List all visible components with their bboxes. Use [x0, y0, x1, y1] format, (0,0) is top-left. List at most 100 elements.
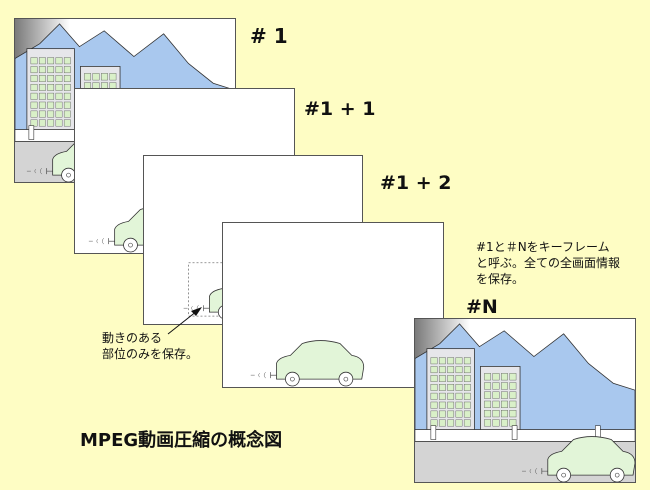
- building-window: [455, 419, 463, 427]
- building-window: [501, 391, 508, 399]
- building-window: [455, 401, 463, 409]
- building-window: [47, 84, 55, 91]
- building-window: [47, 57, 55, 65]
- building-window: [509, 391, 517, 399]
- building-window: [438, 357, 446, 365]
- building-window: [447, 419, 455, 427]
- building-window: [463, 375, 471, 382]
- building-window: [430, 410, 438, 418]
- building-window: [38, 57, 46, 65]
- building-window: [455, 357, 463, 365]
- building-window: [492, 391, 500, 399]
- building-window: [38, 75, 46, 82]
- building-window: [438, 410, 446, 418]
- building-window: [484, 419, 492, 427]
- building-window: [47, 110, 55, 118]
- frame-n: [414, 318, 636, 483]
- building-window: [47, 92, 55, 100]
- building-window: [430, 419, 438, 427]
- building-window: [30, 110, 38, 118]
- building-window: [463, 401, 471, 409]
- frame-1-plus-2-label: #1 + 2: [380, 172, 452, 194]
- building-window: [101, 73, 108, 81]
- exhaust-pipe: [541, 468, 548, 475]
- building-window: [30, 119, 38, 127]
- building-window: [55, 66, 63, 74]
- exhaust-puff: [522, 467, 538, 475]
- building-window: [38, 101, 46, 109]
- building-window: [438, 375, 446, 382]
- building-window: [430, 392, 438, 400]
- frame-n-label: #N: [466, 296, 498, 318]
- building-window: [438, 384, 446, 391]
- building-window: [492, 419, 500, 427]
- building-window: [63, 101, 71, 109]
- building-window: [55, 101, 63, 109]
- frame-intermediate-scene: [250, 340, 365, 387]
- building-window: [47, 75, 55, 82]
- building-window: [501, 400, 508, 408]
- building-window: [63, 57, 71, 65]
- building-window: [447, 384, 455, 391]
- building-window: [509, 419, 517, 427]
- car-body: [276, 340, 365, 380]
- building-window: [55, 110, 63, 118]
- building-window: [63, 92, 71, 100]
- exhaust-puff: [88, 238, 104, 245]
- building-window: [430, 366, 438, 374]
- building-window: [501, 410, 508, 418]
- frame-n-scene: [415, 319, 635, 482]
- building-window: [30, 101, 38, 109]
- building-window: [30, 57, 38, 65]
- building-window: [430, 375, 438, 382]
- frame-1-plus-1-label: #1 + 1: [304, 98, 376, 120]
- building-window: [463, 410, 471, 418]
- building-window: [63, 66, 71, 74]
- building-window: [509, 373, 517, 381]
- diagram-title: MPEG動画圧縮の概念図: [80, 430, 283, 451]
- building-window: [30, 66, 38, 74]
- building-window: [447, 392, 455, 400]
- building-window: [492, 382, 500, 390]
- building-window: [447, 401, 455, 409]
- building-window: [109, 73, 117, 81]
- post-1: [28, 125, 35, 140]
- building-window: [463, 392, 471, 400]
- building-window: [438, 366, 446, 374]
- building-window: [55, 57, 63, 65]
- building-window: [30, 75, 38, 82]
- building-window: [430, 357, 438, 365]
- exhaust-puff: [183, 305, 199, 312]
- building-window: [55, 75, 63, 82]
- moving-part-note: 動きのある 部位のみを保存。: [102, 331, 199, 361]
- building-window: [509, 400, 517, 408]
- building-window: [455, 410, 463, 418]
- frame-intermediate: [222, 222, 444, 388]
- keyframe-note: #1と＃Nをキーフレーム と呼ぶ。全ての全画面情報 を保存。: [476, 240, 621, 286]
- building-window: [509, 410, 517, 418]
- building-window: [38, 92, 46, 100]
- building-window: [484, 391, 492, 399]
- building-window: [438, 401, 446, 409]
- building-window: [501, 373, 508, 381]
- building-window: [463, 384, 471, 391]
- car-hub: [343, 376, 349, 382]
- building-window: [438, 419, 446, 427]
- building-window: [492, 373, 500, 381]
- building-window: [55, 84, 63, 91]
- building-window: [447, 357, 455, 365]
- building-window: [484, 410, 492, 418]
- building-window: [38, 110, 46, 118]
- building-window: [492, 400, 500, 408]
- post-1: [430, 425, 437, 440]
- car-hub: [66, 172, 71, 178]
- building-window: [455, 384, 463, 391]
- building-window: [438, 392, 446, 400]
- building-window: [447, 375, 455, 382]
- building-window: [430, 401, 438, 409]
- building-window: [63, 119, 71, 127]
- building-window: [430, 384, 438, 391]
- building-window: [38, 66, 46, 74]
- frame-1-label: # 1: [250, 24, 288, 48]
- car: [522, 436, 635, 482]
